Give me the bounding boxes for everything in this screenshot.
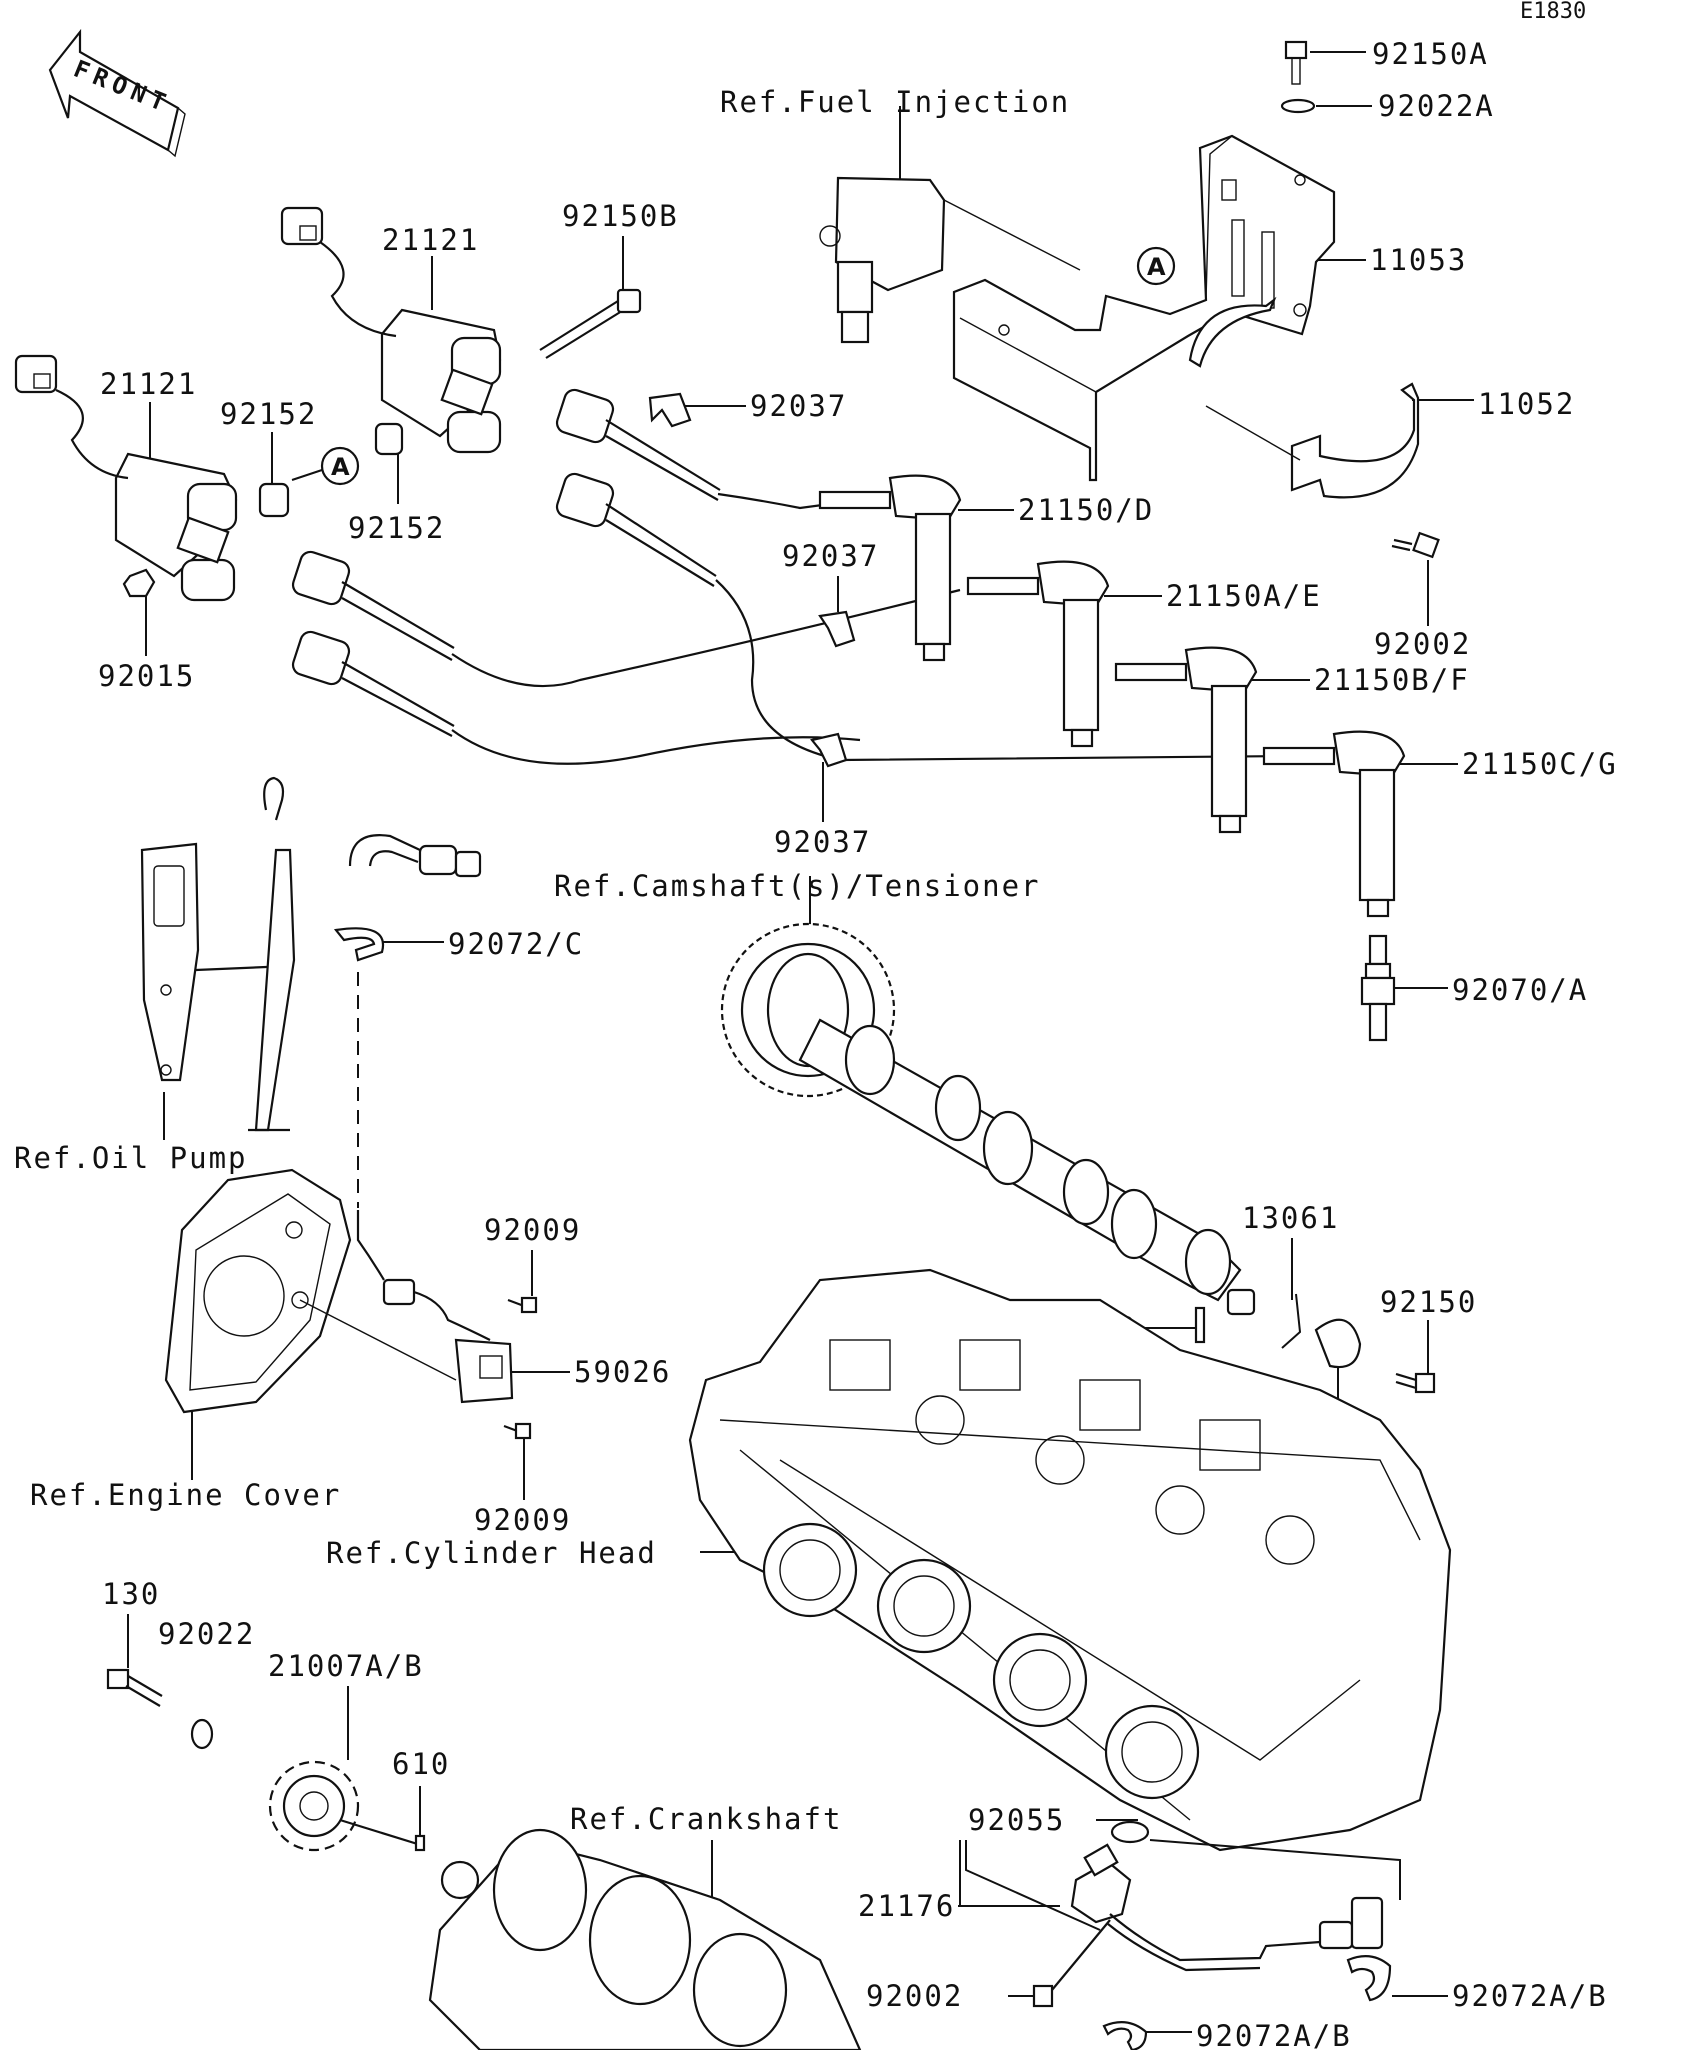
part-number-21150A-E: 21150A/E <box>1166 579 1322 613</box>
clamp-92037-top <box>648 392 692 428</box>
washer-92022A <box>1280 98 1316 114</box>
ignition-coil-upper <box>280 206 502 454</box>
clamp-92037-mid <box>818 610 856 648</box>
ref-engine-cover-label: Ref.Engine Cover <box>30 1478 341 1512</box>
oil-pump-plate <box>140 842 291 1082</box>
part-number-21150C-G: 21150C/G <box>1462 747 1618 781</box>
part-number-92152-upper: 92152 <box>220 397 317 431</box>
timing-rotor-21007A-B <box>268 1760 425 1852</box>
bolt-92002-bottom <box>1032 1919 1111 2008</box>
part-number-92072A-B-bottom: 92072A/B <box>1196 2019 1352 2050</box>
part-number-130: 130 <box>102 1577 160 1611</box>
sensor-connector-upper <box>348 834 482 878</box>
part-number-21176: 21176 <box>858 1889 955 1923</box>
svg-text:A: A <box>1147 253 1166 281</box>
collar-92152-upper <box>258 482 290 518</box>
bolt-130 <box>106 1668 163 1707</box>
dowel-pin-610 <box>414 1834 426 1852</box>
part-number-11053: 11053 <box>1370 243 1467 277</box>
marker-a-upper: A <box>1136 246 1176 286</box>
part-number-92150A: 92150A <box>1372 37 1489 71</box>
pin-92043 <box>1194 1306 1206 1344</box>
crank-sensor-21176 <box>965 1839 1401 1972</box>
part-number-11052: 11052 <box>1478 387 1575 421</box>
part-number-21150B-F: 21150B/F <box>1314 663 1470 697</box>
diagram-id: E1830 <box>1520 0 1586 24</box>
ref-oil-pump-label: Ref.Oil Pump <box>14 1141 248 1175</box>
plug-cap-21150B-F <box>1114 646 1258 834</box>
ignition-coil-bracket <box>952 134 1336 482</box>
crankshaft <box>428 1828 862 2050</box>
ref-crankshaft-label: Ref.Crankshaft <box>570 1802 842 1836</box>
pulser-rotor-21007 <box>1314 1318 1362 1369</box>
marker-a-lower: A <box>320 446 360 486</box>
part-number-92037-top: 92037 <box>750 389 847 423</box>
part-number-21121-lower: 21121 <box>100 367 197 401</box>
plug-cap-21150C-G <box>1262 730 1406 918</box>
cylinder-head <box>688 1268 1452 1852</box>
part-number-92009-lower: 92009 <box>474 1503 571 1537</box>
nut-92015 <box>122 568 156 598</box>
bolt-92150A <box>1284 40 1308 85</box>
clamp-92037-bottom <box>810 732 848 768</box>
hose-clamp-92072-C <box>333 927 385 962</box>
o-ring-92055 <box>1110 1820 1150 1844</box>
part-number-21150-D: 21150/D <box>1018 493 1154 527</box>
part-number-92037-bottom: 92037 <box>774 825 871 859</box>
spark-plug-92070-A <box>1360 934 1396 1042</box>
part-number-92037-mid: 92037 <box>782 539 879 573</box>
oil-dipstick <box>248 776 296 1132</box>
part-number-92152-lower: 92152 <box>348 511 445 545</box>
part-number-92072A-B-right: 92072A/B <box>1452 1979 1608 2013</box>
bolt-92150 <box>1395 1372 1436 1394</box>
part-number-92150: 92150 <box>1380 1285 1477 1319</box>
ref-fuel-injection-label: Ref.Fuel Injection <box>720 85 1070 119</box>
part-number-92022: 92022 <box>158 1617 255 1651</box>
camshaft <box>720 922 1242 1302</box>
part-number-92002-bottom: 92002 <box>866 1979 963 2013</box>
part-number-92055: 92055 <box>968 1803 1065 1837</box>
screw-92009-lower <box>503 1422 532 1440</box>
part-number-92022A: 92022A <box>1378 89 1495 123</box>
part-number-92072-C: 92072/C <box>448 927 584 961</box>
plug-cap-21150-D <box>818 474 962 662</box>
ref-cylinder-head-label: Ref.Cylinder Head <box>326 1536 657 1570</box>
clamp-92072A-B-right <box>1346 1955 1392 2002</box>
ignition-coil-lower <box>14 354 238 602</box>
clamp-92072A-B-bottom <box>1102 2021 1148 2050</box>
bolt-92150B <box>539 288 642 359</box>
bolt-92002-top <box>1391 531 1440 559</box>
part-number-92150B: 92150B <box>562 199 679 233</box>
part-number-21121-upper: 21121 <box>382 223 479 257</box>
washer-92022 <box>190 1718 214 1750</box>
screw-92009-upper <box>507 1296 538 1314</box>
fuel-injection-relay <box>819 176 1081 344</box>
part-number-92009-upper: 92009 <box>484 1213 581 1247</box>
collar-92152-lower <box>374 422 404 456</box>
part-number-610: 610 <box>392 1747 450 1781</box>
svg-text:A: A <box>331 453 350 481</box>
cap-13061 <box>1226 1288 1256 1316</box>
part-number-21007A-B: 21007A/B <box>268 1649 424 1683</box>
part-number-92070-A: 92070/A <box>1452 973 1588 1007</box>
part-number-92002-top: 92002 <box>1374 627 1471 661</box>
part-number-13061: 13061 <box>1242 1201 1339 1235</box>
plug-cap-21150A-E <box>966 560 1110 748</box>
high-tension-leads <box>291 388 1291 765</box>
bracket-clamp <box>1188 296 1420 499</box>
part-number-92015: 92015 <box>98 659 195 693</box>
pickup-coil-59026 <box>299 1210 514 1404</box>
ref-camshaft-label: Ref.Camshaft(s)/Tensioner <box>554 869 1041 903</box>
engine-cover <box>164 1168 352 1414</box>
front-arrow-icon: FRONT <box>48 28 186 158</box>
part-number-59026: 59026 <box>574 1355 671 1389</box>
